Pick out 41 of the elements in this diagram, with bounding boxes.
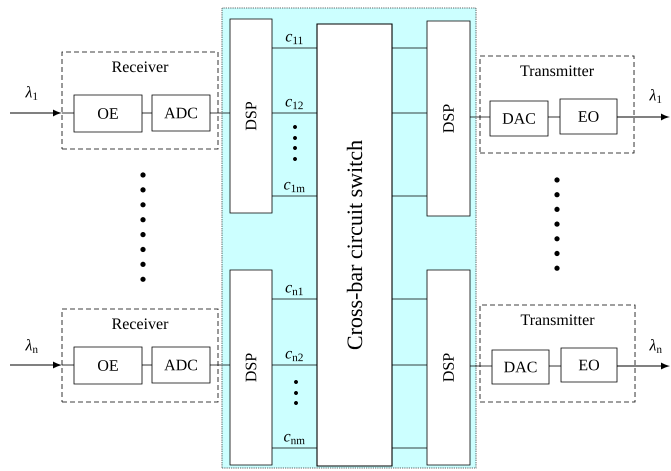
dsp-box: DSP [426,270,470,466]
connector-line [142,112,152,114]
connector-line [62,112,74,114]
process-box: DAC [492,350,550,384]
connector-line [272,298,318,300]
connector-line [62,364,74,366]
edge-label: λ$_{1}$ [25,86,38,100]
connector-line [210,112,230,114]
connector-line [470,116,490,118]
input-arrow [10,110,61,116]
edge-label: c$_{1m}$ [284,182,305,192]
dsp-box: DSP [426,20,470,216]
edge-label: c$_{11}$ [286,34,303,44]
process-box: OE [74,346,142,384]
connector-line [392,112,428,114]
process-box: EO [560,98,618,134]
edge-label: λ$_{n}$ [649,339,662,353]
connector-line [272,364,318,366]
connector-line [210,364,230,366]
switch-box: Cross-bar circuit switch [316,23,393,467]
process-box: EO [560,348,618,382]
connector-line [272,112,318,114]
output-arrow [616,362,669,370]
process-box: DAC [490,100,548,136]
edge-label: c$_{n2}$ [286,350,303,362]
dsp-box: DSP [230,18,272,214]
connector-line [548,116,560,118]
edge-label: λ$_{1}$ [649,89,662,103]
connector-line [392,364,428,366]
process-box: ADC [152,94,210,132]
connector-line [142,364,152,366]
connector-line [392,298,428,300]
dsp-box: DSP [230,270,272,466]
edge-label: c$_{12}$ [286,98,303,110]
edge-label: c$_{n1}$ [286,284,303,296]
edge-label: c$_{nm}$ [284,434,305,444]
process-box: OE [74,94,142,132]
input-arrow [10,362,61,368]
output-arrow [616,114,669,120]
edge-label: λ$_{n}$ [25,339,38,353]
process-box: ADC [152,346,210,384]
